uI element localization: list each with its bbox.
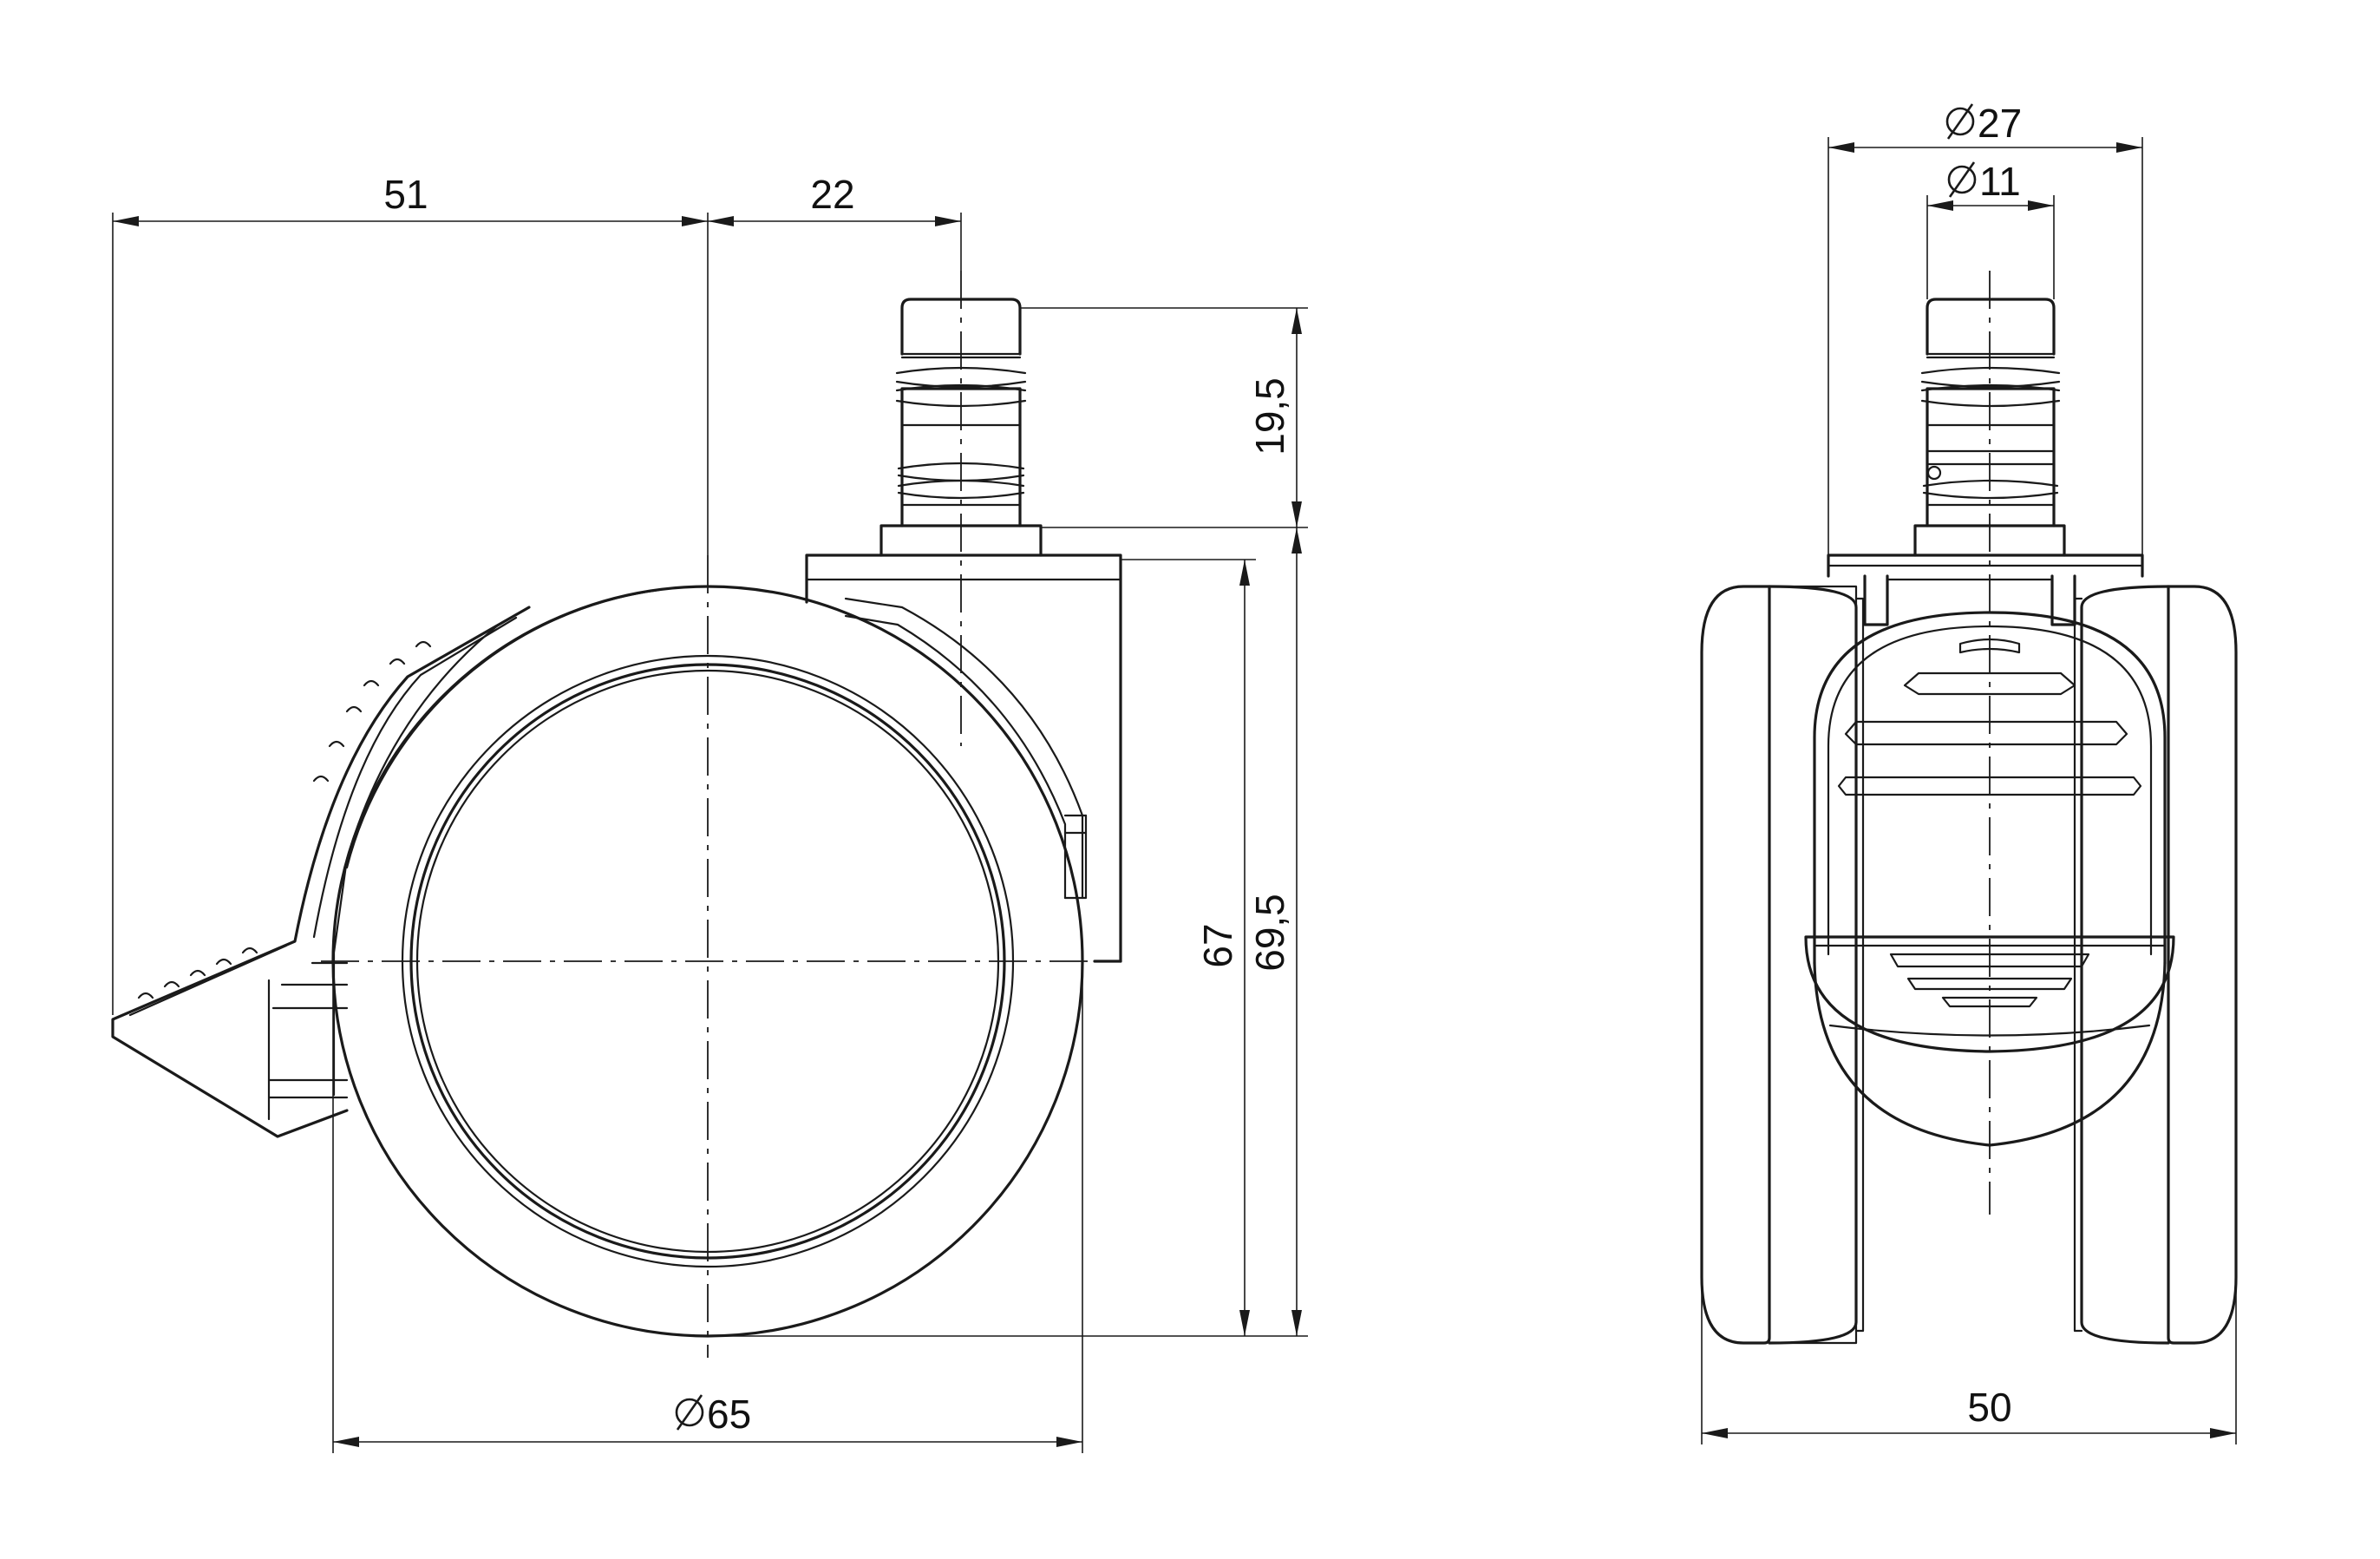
dim-diameter-65: 65 (675, 1392, 751, 1437)
dim-27-label: 27 (1978, 101, 2022, 146)
front-view-dimension-labels: 27 11 50 (1945, 101, 2022, 1430)
side-view-centerlines (321, 271, 1102, 1358)
diameter-symbol-icon (675, 1394, 704, 1431)
dim-diameter-11: 11 (1947, 159, 2021, 204)
dim-69-5-label: 69,5 (1247, 894, 1292, 972)
side-view-brake-ribs (137, 640, 432, 999)
dim-diameter-27: 27 (1945, 101, 2022, 146)
dim-67-label: 67 (1195, 923, 1240, 967)
dim-19-5-label: 19,5 (1247, 377, 1292, 455)
front-view-right-wheel (2073, 585, 2238, 1345)
side-view-dimension-labels: 51 22 19,5 67 69,5 65 (383, 172, 1292, 1437)
front-view-top-plate (1827, 554, 2144, 626)
dim-22-label: 22 (810, 172, 854, 217)
diameter-symbol-icon (1947, 161, 1977, 198)
side-view-brake (111, 606, 531, 1138)
side-view-dimensions (112, 213, 1308, 1453)
diameter-symbol-icon (1945, 103, 1975, 140)
dim-51-label: 51 (383, 172, 428, 217)
dim-65-label: 65 (707, 1392, 751, 1437)
front-view-dimensions (1701, 137, 2237, 1444)
side-view: 51 22 19,5 67 69,5 65 (111, 172, 1308, 1453)
dim-50-label: 50 (1967, 1385, 2011, 1430)
dim-11-label: 11 (1979, 159, 2021, 204)
side-view-housing (805, 554, 1122, 963)
front-view: 27 11 50 (1700, 101, 2238, 1444)
front-view-left-wheel (1700, 585, 1865, 1345)
